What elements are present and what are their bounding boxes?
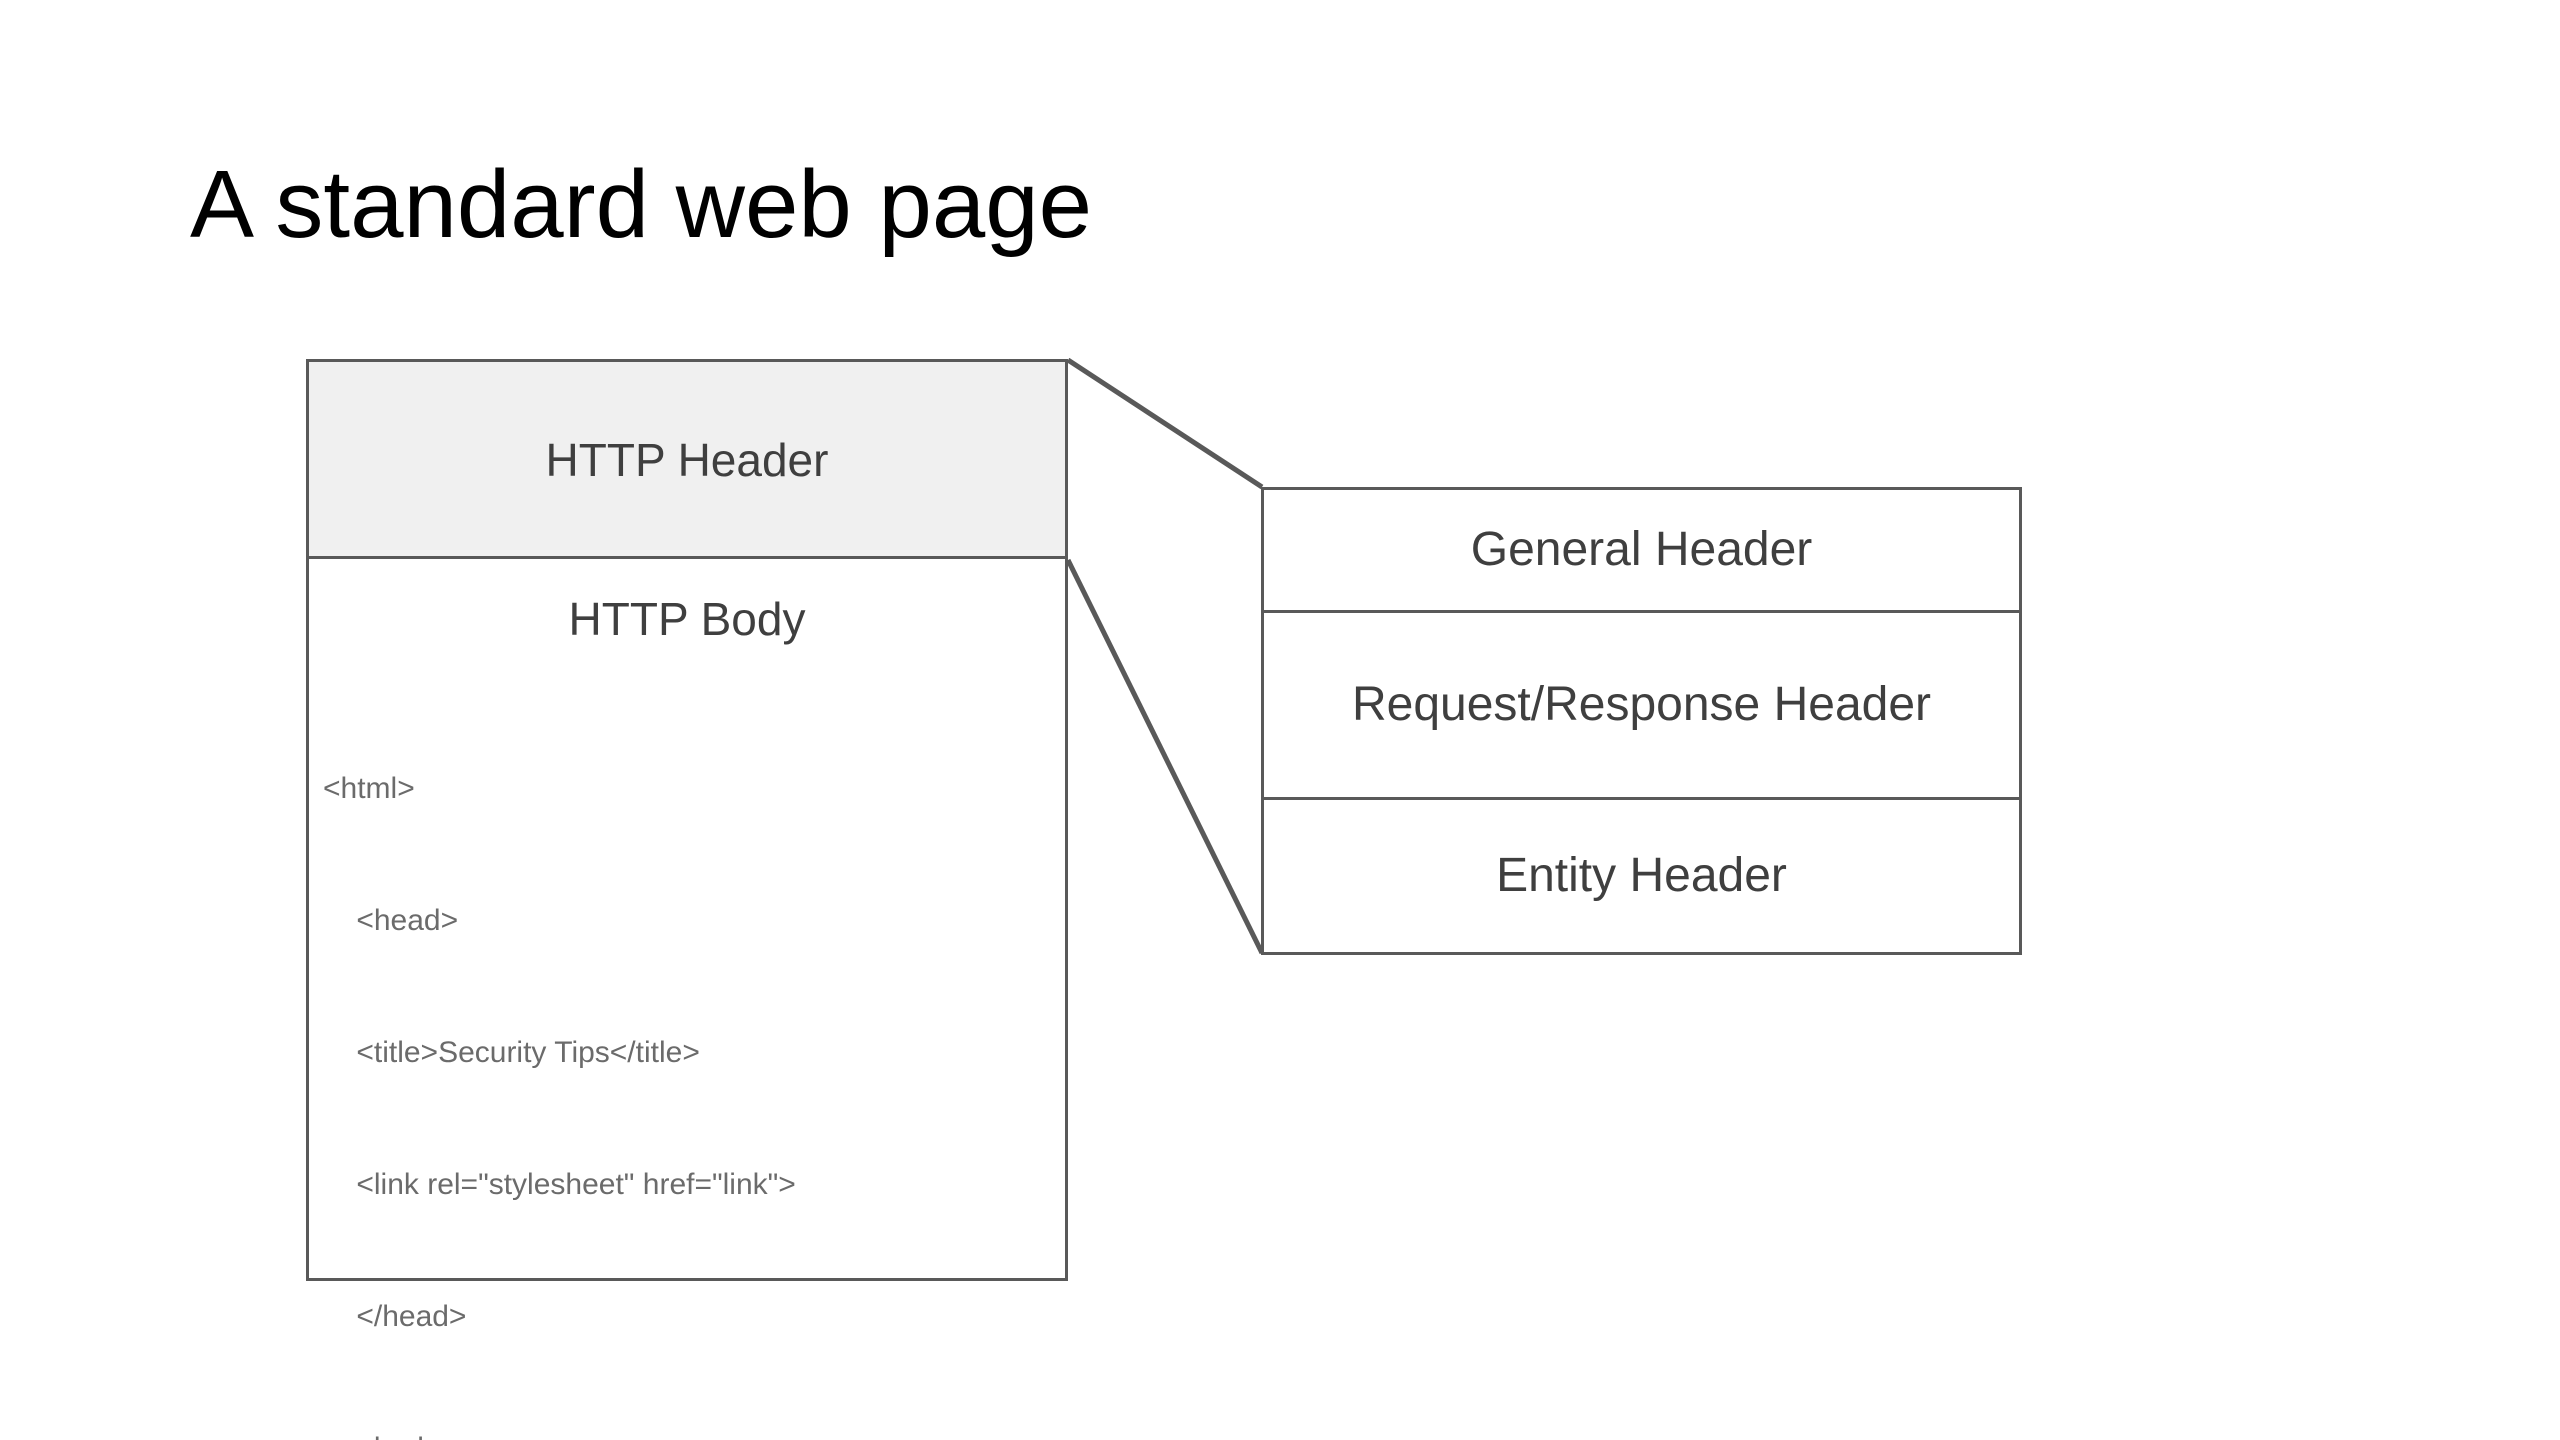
header-type-label: General Header xyxy=(1470,523,1813,576)
header-type-label: Entity Header xyxy=(1496,849,1787,902)
http-body-label: HTTP Body xyxy=(568,593,806,645)
header-expand-bottom-connector xyxy=(1065,558,1265,955)
http-header-section[interactable]: HTTP Header xyxy=(306,359,1068,559)
page-title: A standard web page xyxy=(190,151,1093,258)
header-type-general-row[interactable]: General Header xyxy=(1264,490,2019,613)
header-type-request-response-row[interactable]: Request/Response Header xyxy=(1264,613,2019,800)
code-line: <body> xyxy=(323,1427,1053,1440)
http-body-section[interactable]: HTTP Body <html> <head> <title>Security … xyxy=(306,556,1068,1440)
http-message-box: HTTP Header HTTP Body <html> <head> <tit… xyxy=(306,359,1068,1440)
code-line: <link rel="stylesheet" href="link"> xyxy=(323,1168,796,1201)
code-line: <head> xyxy=(323,904,459,937)
header-type-entity-row[interactable]: Entity Header xyxy=(1264,800,2019,952)
code-line: </head> xyxy=(323,1300,467,1333)
code-line: <title>Security Tips</title> xyxy=(323,1036,700,1069)
header-type-label: Request/Response Header xyxy=(1351,678,1932,731)
http-header-label: HTTP Header xyxy=(545,434,829,486)
header-types-box: General Header Request/Response Header E… xyxy=(1261,487,2022,955)
code-line: <html> xyxy=(323,772,415,805)
html-source-code-block: <html> <head> <title>Security Tips</titl… xyxy=(323,679,1053,1440)
header-expand-top-connector xyxy=(1066,357,1264,490)
